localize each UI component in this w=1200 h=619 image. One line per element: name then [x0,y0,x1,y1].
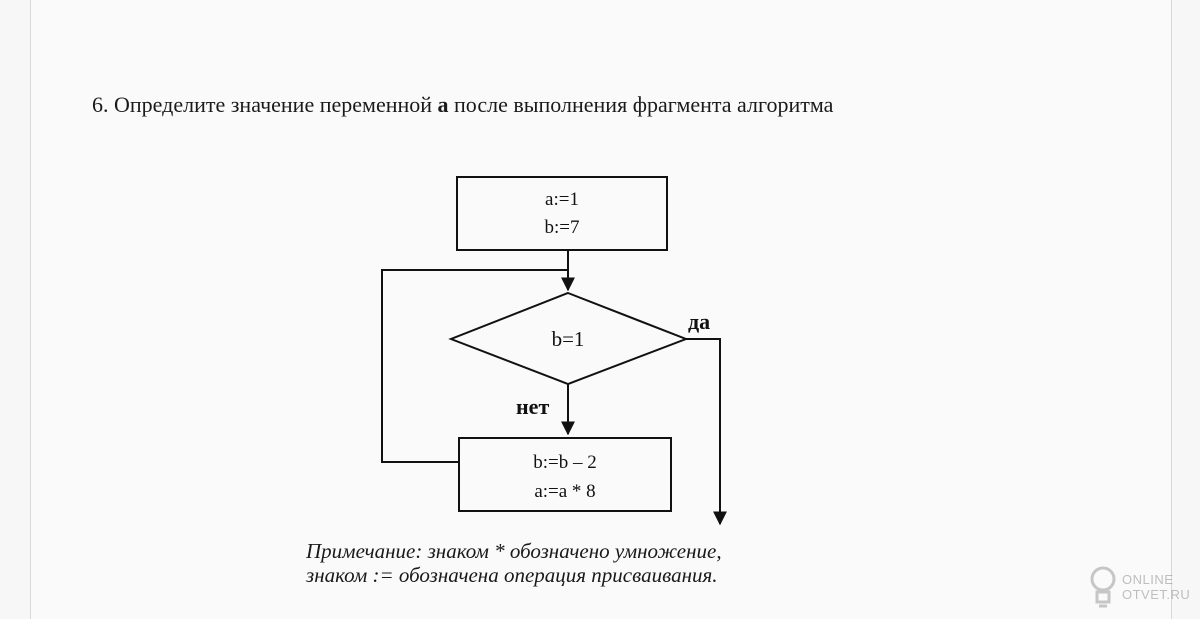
watermark-text: ONLINE OTVET.RU [1122,572,1190,602]
lightbulb-icon [1090,566,1116,608]
no-label: нет [516,394,549,419]
arrow-loop-back [381,269,568,463]
init-line-1: a:=1 [545,189,579,210]
body-line-2: a:=a * 8 [534,481,595,502]
watermark-line-2: OTVET.RU [1122,587,1191,602]
init-block [456,176,668,251]
question-text: 6. Определите значение переменной а посл… [92,92,833,118]
paper-sheet [30,0,1172,619]
question-text-after: после выполнения фрагмента алгоритма [454,92,834,117]
loop-body-block [458,437,672,512]
question-variable: а [437,92,449,117]
question-number: 6. [92,92,109,117]
question-text-before: Определите значение переменной [114,92,433,117]
init-line-2: b:=7 [545,217,580,238]
arrow-yes-branch [686,338,727,526]
footnote-line-2: знаком := обозначена операция присваиван… [306,563,718,587]
yes-label: да [688,309,710,334]
watermark-line-1: ONLINE [1122,572,1174,587]
watermark: ONLINE OTVET.RU [1088,562,1192,612]
footnote: Примечание: знаком * обозначено умножени… [306,539,722,587]
footnote-line-1: Примечание: знаком * обозначено умножени… [306,539,722,563]
condition-label: b=1 [552,327,585,351]
body-line-1: b:=b – 2 [533,452,597,473]
